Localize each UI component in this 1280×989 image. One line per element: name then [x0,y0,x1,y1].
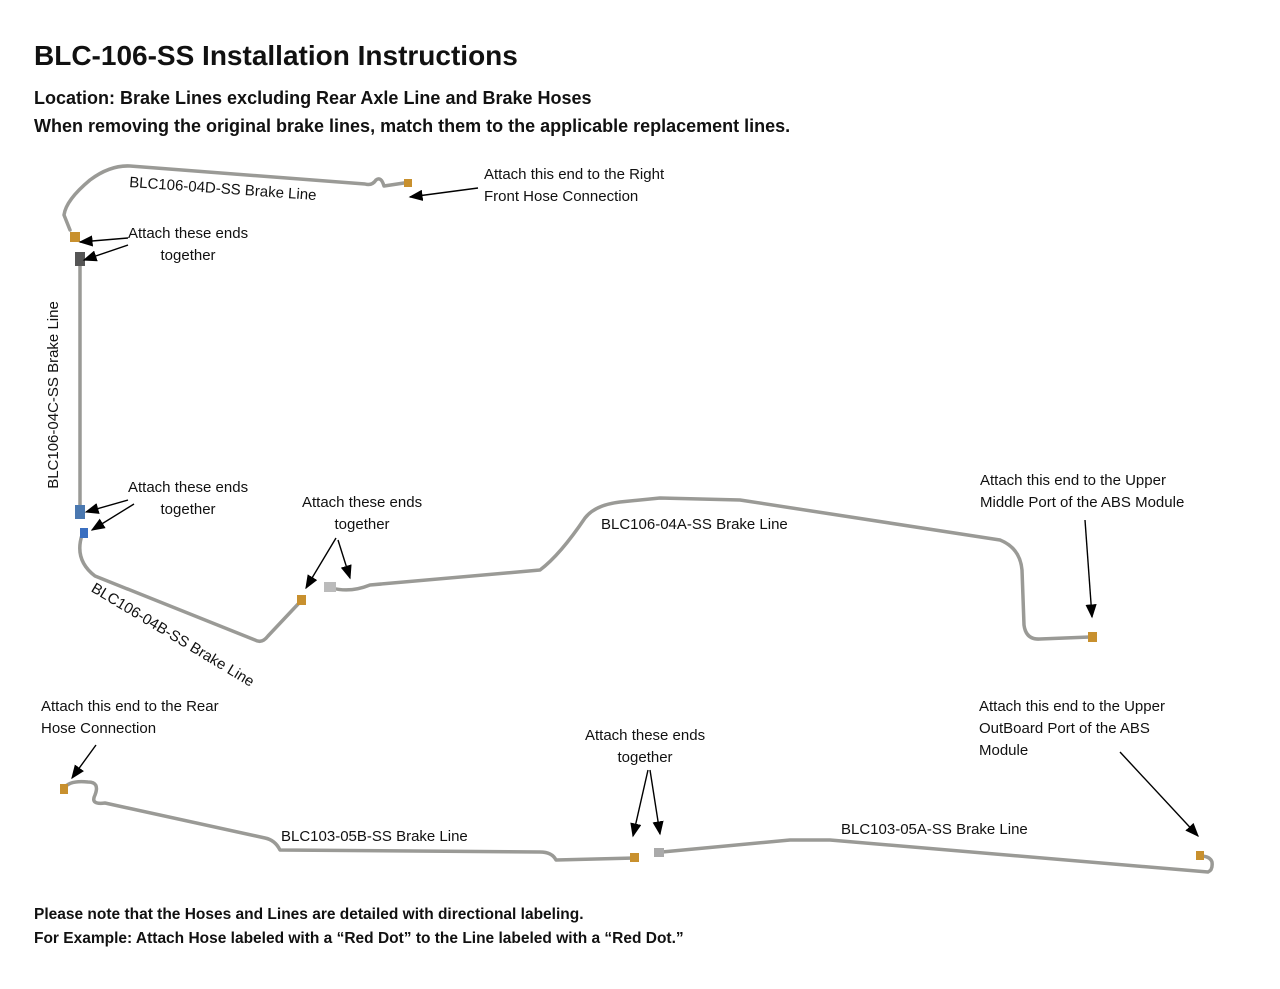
callout-line: Attach these ends [128,225,249,242]
fitting-icon [70,232,80,242]
callout-line: Middle Port of the ABS Module [980,494,1185,511]
arrow-icon [408,187,479,201]
fitting-icon [324,582,336,592]
fitting-icon [1196,851,1204,860]
brake-line-05b [62,779,637,862]
brake-line-04b [78,533,302,644]
instruction-subtitle: When removing the original brake lines, … [34,116,791,136]
footer-note-1: Please note that the Hoses and Lines are… [34,906,584,923]
fitting-icon [75,252,85,266]
callout-line: Hose Connection [41,720,157,737]
callout-line: Module [979,742,1029,759]
callout-line: together [334,516,390,533]
brake-line-04d [62,164,406,232]
label-04c: BLC106-04C-SS Brake Line [44,301,62,489]
callout-line: Attach this end to the Upper [979,698,1165,715]
callout-line: Attach these ends [302,494,423,511]
arrow-icon [1119,751,1199,838]
arrow-icon [1084,519,1097,619]
callout-rear-hose: Attach this end to the Rear Hose Connect… [41,696,219,740]
arrow-icon [82,244,129,262]
fitting-icon [654,848,664,857]
callout-together-3: Attach these ends together [302,492,422,536]
fitting-icon [75,505,85,519]
callout-line: Attach these ends [585,727,706,744]
fitting-icon [404,179,412,187]
fitting-icon [297,595,306,605]
callout-line: Attach these ends [128,479,249,496]
arrow-icon [305,537,337,590]
arrow-icon [337,539,352,580]
callout-line: Attach this end to the Rear [41,698,219,715]
arrow-icon [84,499,129,514]
footer-note-2: For Example: Attach Hose labeled with a … [34,930,684,947]
label-04a: BLC106-04A-SS Brake Line [601,516,788,533]
label-05b: BLC103-05B-SS Brake Line [281,828,468,845]
fitting-icon [80,528,88,538]
fitting-icon [630,853,639,862]
callout-together-2: Attach these ends together [128,477,248,521]
callout-line: Front Hose Connection [484,188,639,205]
arrow-icon [630,769,649,838]
callout-abs-outboard: Attach this end to the Upper OutBoard Po… [979,696,1165,762]
fitting-icon [1088,632,1097,642]
arrow-icon [90,503,135,531]
label-05a: BLC103-05A-SS Brake Line [841,821,1028,838]
callout-line: together [617,749,673,766]
brake-line-04a [330,496,1092,641]
callout-right-front: Attach this end to the Right Front Hose … [484,164,664,208]
fitting-icon [60,784,68,794]
arrow-icon [649,769,664,836]
callout-line: Attach this end to the Right [484,166,665,183]
arrow-icon [71,744,97,780]
callout-line: together [160,501,216,518]
arrow-icon [78,235,129,247]
callout-line: Attach this end to the Upper [980,472,1166,489]
brake-line-05a [660,838,1214,874]
callout-line: OutBoard Port of the ABS [979,720,1150,737]
callout-abs-middle: Attach this end to the Upper Middle Port… [980,470,1184,514]
page-title: BLC-106-SS Installation Instructions [34,40,518,71]
callout-together-1: Attach these ends together [128,223,248,267]
callout-together-4: Attach these ends together [585,725,705,769]
location-subtitle: Location: Brake Lines excluding Rear Axl… [34,88,592,108]
callout-line: together [160,247,216,264]
